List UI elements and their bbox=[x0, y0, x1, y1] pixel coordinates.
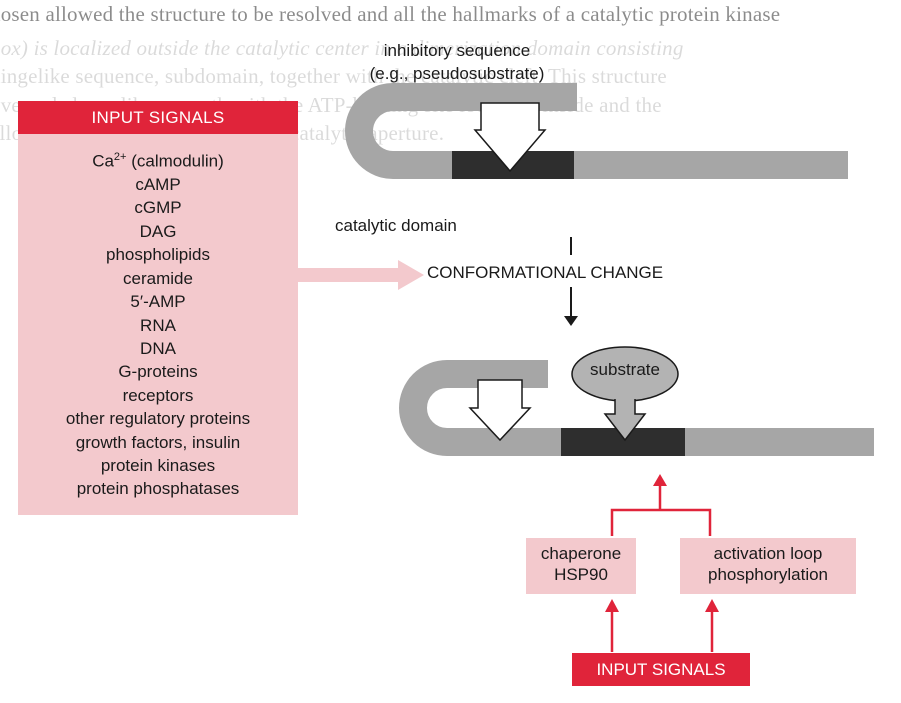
catalytic-domain-label: catalytic domain bbox=[335, 216, 457, 235]
background-text-line: hosen allowed the structure to be resolv… bbox=[0, 2, 781, 26]
chaperone-box: chaperone HSP90 bbox=[526, 538, 636, 594]
calcium-symbol: Ca bbox=[92, 151, 114, 171]
calcium-charge: 2+ bbox=[113, 151, 127, 163]
signal-item: Ca2+ (calmodulin) bbox=[18, 146, 298, 173]
active-kinase-fold bbox=[399, 360, 874, 456]
signal-item: protein kinases bbox=[100, 455, 216, 475]
signal-item: 5′-AMP bbox=[130, 292, 186, 312]
active-kinase bbox=[399, 346, 874, 456]
background-text-line: box) is localized outside the catalytic … bbox=[0, 36, 684, 60]
substrate-label: substrate bbox=[590, 360, 660, 379]
substrate-arrow bbox=[603, 399, 647, 442]
input-signals-header: INPUT SIGNALS bbox=[18, 101, 298, 134]
signal-item: receptors bbox=[122, 385, 194, 405]
inhibitory-label-line1: inhibitory sequence bbox=[383, 41, 531, 60]
input-signal-list: Ca2+ (calmodulin) cAMP cGMP DAG phosphol… bbox=[18, 134, 298, 501]
chaperone-line1: chaperone bbox=[540, 544, 622, 563]
activation-line1: activation loop bbox=[713, 544, 823, 563]
released-pseudosubstrate-arrow bbox=[468, 379, 532, 442]
signal-item: cGMP bbox=[134, 198, 182, 218]
signal-item: ceramide bbox=[123, 268, 193, 288]
conformational-arrow bbox=[564, 237, 578, 326]
signal-item: cAMP bbox=[135, 175, 181, 195]
input-to-change-arrow bbox=[298, 260, 424, 290]
inhibitory-label-line2: (e.g., pseudosubstrate) bbox=[369, 64, 545, 83]
signal-item: DNA bbox=[140, 338, 176, 358]
signal-item: protein phosphatases bbox=[76, 479, 240, 499]
inactive-kinase bbox=[345, 83, 848, 179]
activation-loop-box: activation loop phosphorylation bbox=[680, 538, 856, 594]
signal-item: phospholipids bbox=[106, 245, 210, 265]
chaperone-line2: HSP90 bbox=[554, 565, 608, 584]
inactive-pseudosubstrate-arrow bbox=[473, 102, 547, 173]
conformational-change-label: CONFORMATIONAL CHANGE bbox=[427, 263, 664, 282]
red-bracket bbox=[610, 484, 714, 652]
signal-item: growth factors, insulin bbox=[75, 432, 241, 452]
inactive-kinase-fold bbox=[345, 83, 848, 179]
signal-item: G-proteins bbox=[118, 362, 198, 382]
signal-item: RNA bbox=[140, 315, 176, 335]
signal-item: other regulatory proteins bbox=[65, 409, 251, 429]
input-signals-panel: INPUT SIGNALS Ca2+ (calmodulin) cAMP cGM… bbox=[18, 101, 298, 515]
signal-item-label: (calmodulin) bbox=[131, 151, 224, 171]
activation-line2: phosphorylation bbox=[707, 565, 829, 584]
signal-item: DAG bbox=[139, 221, 177, 241]
red-arrowheads bbox=[605, 474, 719, 612]
inhibitory-sequence-label: inhibitory sequence (e.g., pseudosubstra… bbox=[352, 39, 562, 85]
input-signals-bottom-box: INPUT SIGNALS bbox=[572, 653, 750, 686]
